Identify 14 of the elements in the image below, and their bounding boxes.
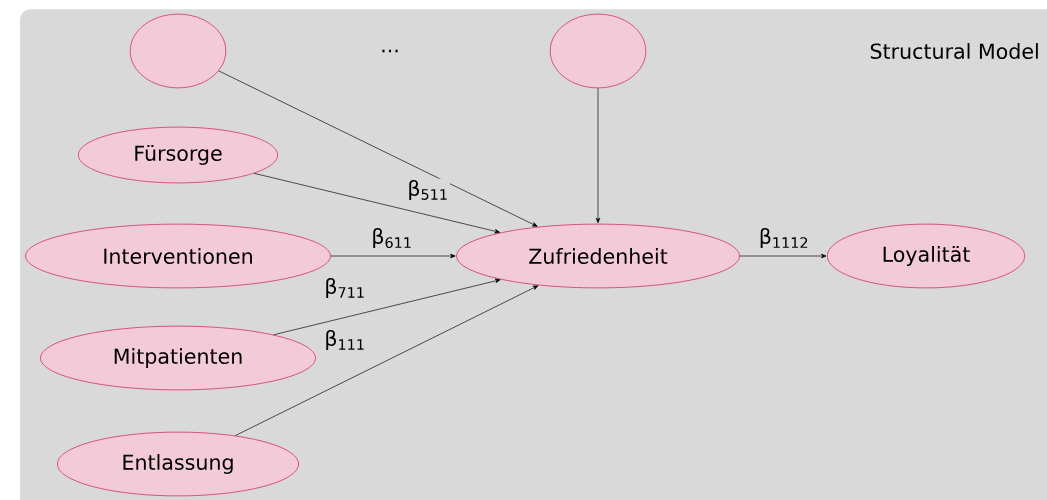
arrow [235,285,539,436]
arrow [739,253,827,259]
arrow [218,70,538,227]
arrow [273,278,501,336]
ellipsis-label: ... [382,49,398,53]
edge-label: β$_{1112}$ [760,228,808,249]
empty-ellipse [129,13,227,89]
arrow [595,87,601,224]
edge-label: β$_{111}$ [326,330,364,351]
edge-label: β$_{511}$ [409,180,447,201]
arrow [330,253,456,259]
arrow [253,173,500,234]
empty-ellipse [549,13,647,89]
edge-label: β$_{611}$ [373,227,411,249]
